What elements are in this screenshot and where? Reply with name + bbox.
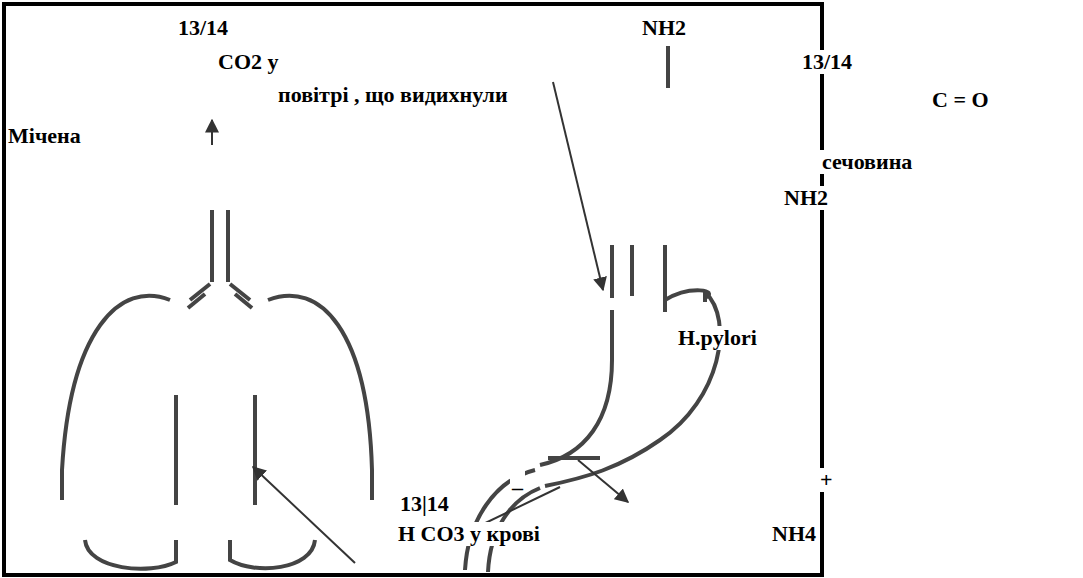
text-label: _ [510,468,525,492]
text-label: H.pylori [676,326,759,350]
text-label: NH4 [770,522,818,546]
text-label: H CO3 у крові [396,522,542,546]
frame [4,4,822,575]
text-label: 13/14 [176,16,230,40]
text-label: повітрі , що видихнули [276,83,510,107]
text-label: C = O [930,88,991,112]
text-label: Мічена [6,124,83,148]
text-label: 13/14 [800,50,854,74]
bond-line [666,46,670,88]
text-label: CO2 у [216,50,281,74]
text-label: NH2 [782,186,830,210]
text-label: + [818,468,835,492]
text-label: 13|14 [398,492,451,516]
lungs [62,120,372,569]
text-label: NH2 [640,16,688,40]
text-label: сечовина [820,150,914,174]
